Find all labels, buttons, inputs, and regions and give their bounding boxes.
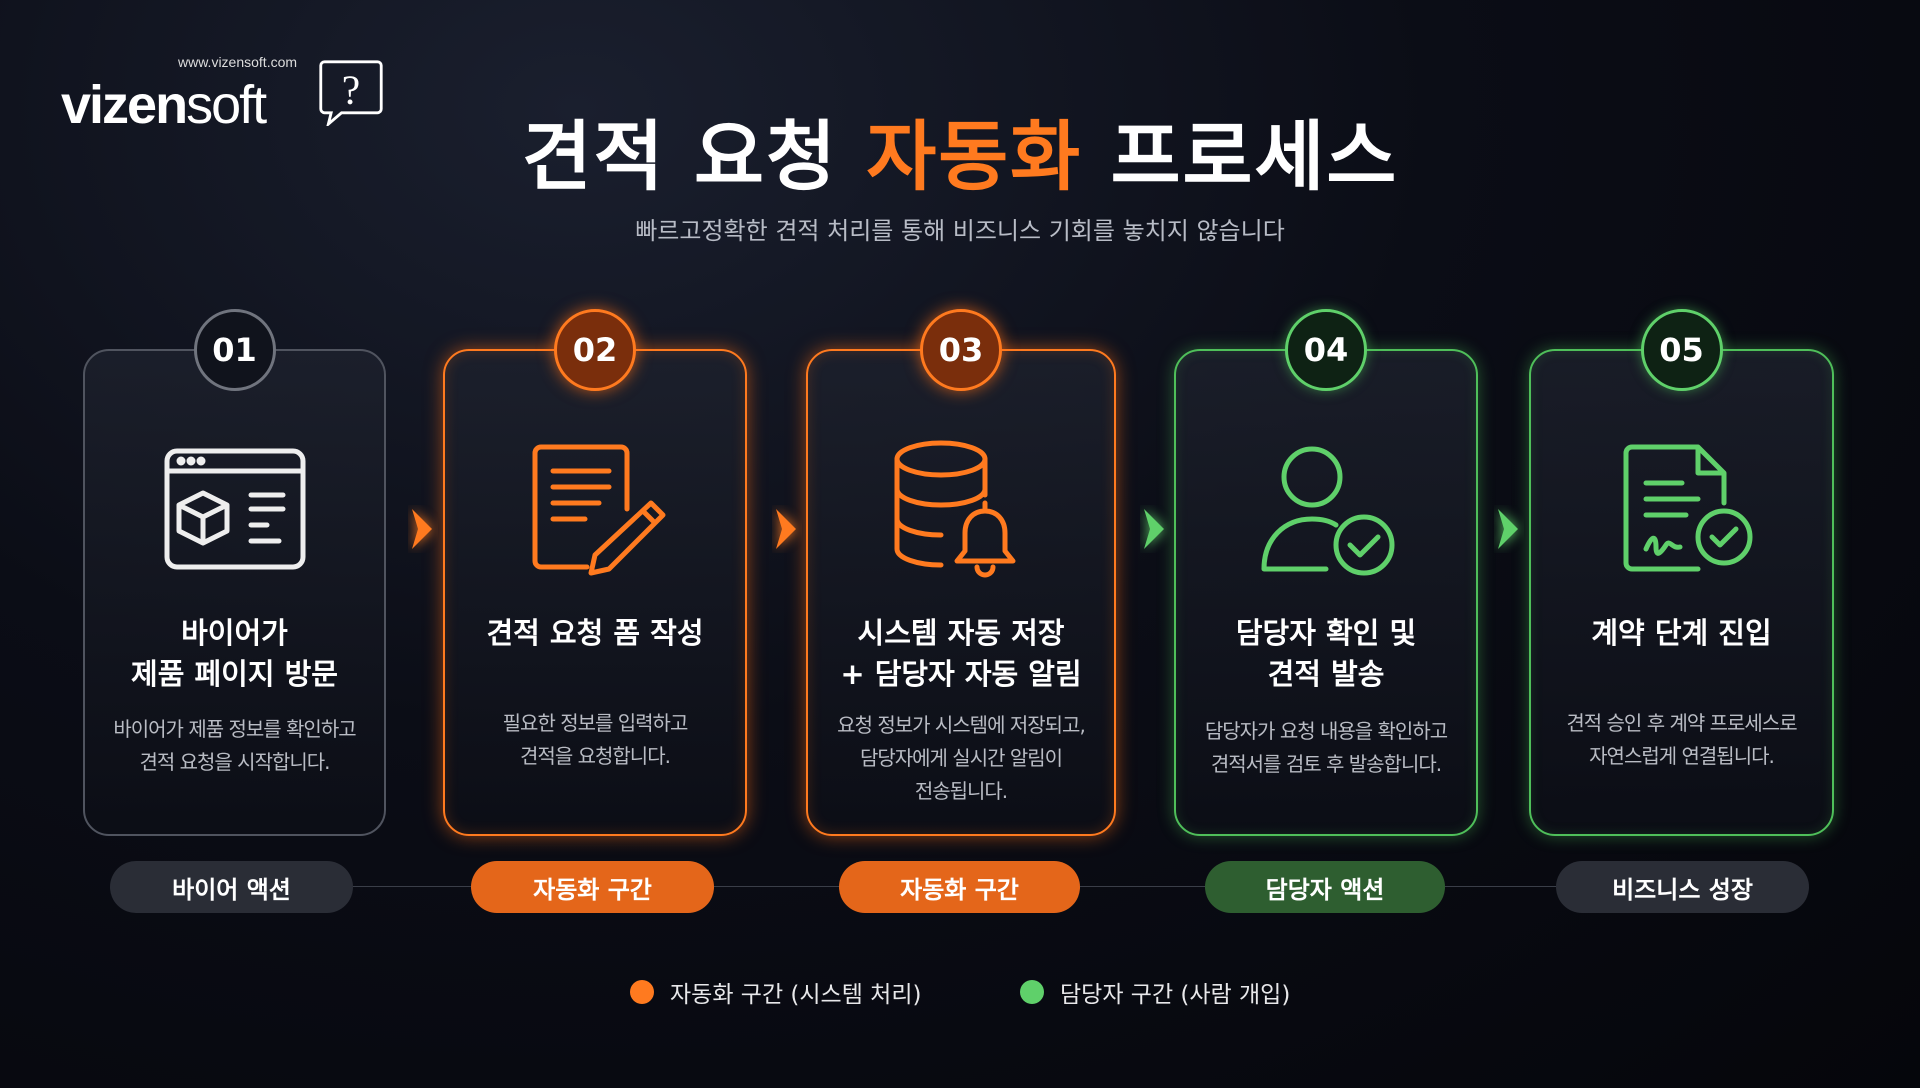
stage-pill-manager: 담당자 액션 — [1205, 861, 1445, 913]
svg-text:?: ? — [342, 66, 360, 112]
chevron-right-icon — [1144, 509, 1164, 549]
page-title: 견적 요청 자동화 프로세스 — [0, 112, 1920, 202]
title-highlight: 자동화 — [866, 112, 1083, 201]
logo-wordmark: vizensoft — [61, 75, 267, 135]
logo-brand-light: soft — [186, 75, 267, 135]
step-number: 04 — [1285, 309, 1367, 391]
orange-dot-icon — [630, 980, 654, 1004]
legend-label: 담당자 구간 (사람 개입) — [1060, 982, 1291, 1008]
step-card-03: 03 시스템 자동 저장+ 담당자 자동 알림 요청 정보가 시스템에 저장되고… — [806, 309, 1116, 836]
step-title: 견적 요청 폼 작성 — [486, 616, 704, 650]
database-bell-icon — [894, 440, 1016, 578]
stage-pill-growth: 비즈니스 성장 — [1556, 861, 1809, 913]
stage-pill-automation: 자동화 구간 — [839, 861, 1080, 913]
step-number: 02 — [554, 309, 636, 391]
user-check-icon — [1261, 446, 1395, 576]
legend-item-automation: 자동화 구간 (시스템 처리) — [630, 975, 921, 1009]
title-part: 견적 요청 — [521, 112, 867, 201]
step-number: 03 — [920, 309, 1002, 391]
step-title: 시스템 자동 저장+ 담당자 자동 알림 — [840, 616, 1082, 691]
stage-pill-buyer: 바이어 액션 — [110, 861, 353, 913]
stage-pill-automation: 자동화 구간 — [471, 861, 714, 913]
browser-box-icon — [164, 448, 305, 570]
step-title: 계약 단계 진입 — [1591, 616, 1772, 650]
legend-item-manager: 담당자 구간 (사람 개입) — [1020, 975, 1290, 1009]
page-subtitle: 빠르고정확한 견적 처리를 통해 비즈니스 기회를 놓치지 않습니다 — [635, 217, 1285, 245]
chevron-right-icon — [776, 509, 796, 549]
logo-brand-bold: vizen — [61, 75, 188, 135]
question-bubble-icon: ? — [319, 60, 383, 126]
chevron-right-icon — [1498, 509, 1518, 549]
title-part: 프로세스 — [1082, 112, 1399, 201]
logo-url: www.vizensoft.com — [178, 54, 298, 70]
step-number: 05 — [1640, 309, 1723, 391]
green-dot-icon — [1020, 980, 1044, 1004]
contract-check-icon — [1623, 444, 1752, 572]
legend-label: 자동화 구간 (시스템 처리) — [670, 982, 922, 1008]
document-pen-icon — [532, 444, 666, 576]
vizensoft-logo: www.vizensoft.com vizensoft ? — [61, 54, 391, 144]
step-number: 01 — [193, 309, 276, 391]
chevron-right-icon — [412, 509, 432, 549]
